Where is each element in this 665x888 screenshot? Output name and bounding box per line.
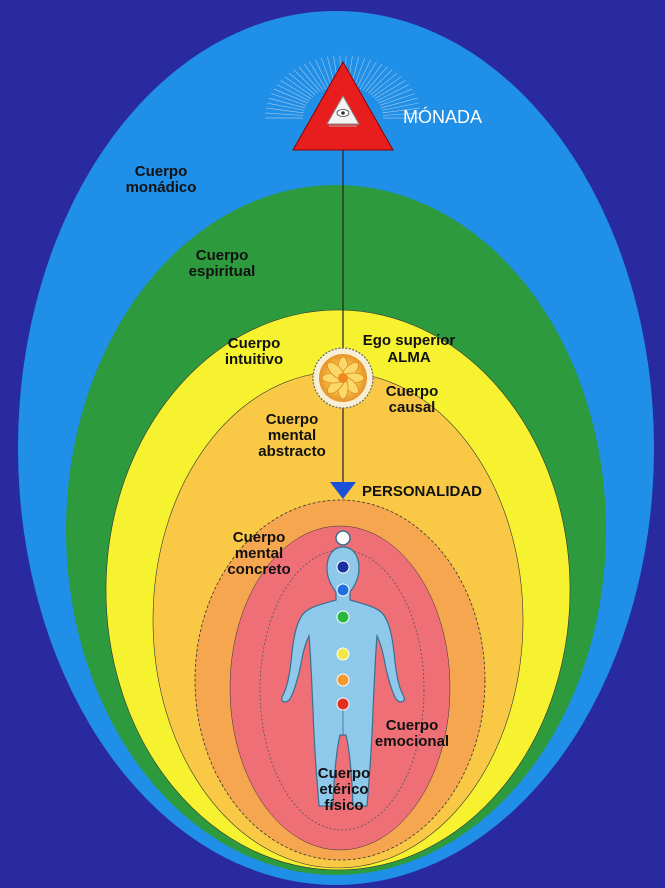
intuitive-body-label-line1: Cuerpo (228, 335, 281, 352)
intuitive-body-label-line2: intuitivo (225, 351, 283, 368)
soul-label-line1: Ego superior (363, 332, 456, 349)
soul-label-line2: ALMA (387, 349, 430, 366)
emotional-body-label-line1: Cuerpo (386, 717, 439, 734)
personality-label: PERSONALIDAD (362, 483, 482, 500)
emotional-body-label-line2: emocional (375, 733, 449, 750)
chakra-dot (337, 648, 349, 660)
abstract-mental-label-line3: abstracto (258, 443, 326, 460)
chakra-dot (337, 584, 349, 596)
monadic-body-label-line1: Cuerpo (135, 163, 188, 180)
abstract-mental-label-line1: Cuerpo (266, 411, 319, 428)
etheric-body-label-line2: etérico (319, 781, 368, 798)
concrete-mental-label-line3: concreto (227, 561, 290, 578)
chakra-dot (337, 561, 349, 573)
chakra-dot (337, 674, 349, 686)
chakra-dot (336, 531, 350, 545)
lotus-flower-icon (313, 348, 373, 408)
etheric-body-label-line3: físico (324, 797, 363, 814)
causal-body-label-line2: causal (389, 399, 436, 416)
spiritual-body-label-line2: espiritual (189, 263, 256, 280)
monadic-body-label-line2: monádico (126, 179, 197, 196)
abstract-mental-label-line2: mental (268, 427, 316, 444)
chakra-dot (337, 611, 349, 623)
chakra-dot (337, 698, 349, 710)
etheric-body-label-line1: Cuerpo (318, 765, 371, 782)
concrete-mental-label-line2: mental (235, 545, 283, 562)
spiritual-body-label-line1: Cuerpo (196, 247, 249, 264)
monad-label: MÓNADA (403, 106, 482, 127)
causal-body-label-line1: Cuerpo (386, 383, 439, 400)
concrete-mental-label-line1: Cuerpo (233, 529, 286, 546)
